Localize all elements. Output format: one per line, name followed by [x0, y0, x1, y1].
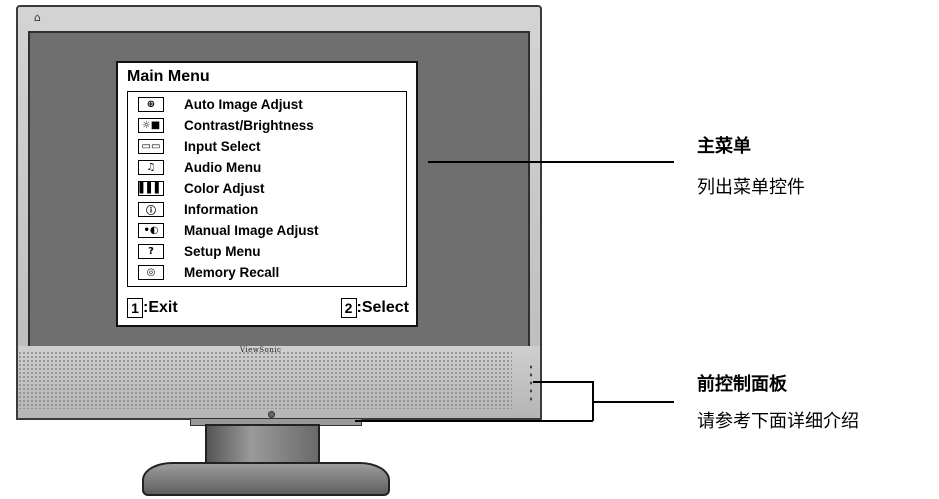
question-icon: ? — [138, 243, 164, 259]
menu-item-label: Input Select — [184, 138, 261, 154]
menu-item-label: Information — [184, 201, 259, 217]
input-select-icon: ▭▭ — [138, 138, 164, 154]
speaker-grille — [18, 351, 512, 409]
select-hint[interactable]: 2:Select — [340, 298, 409, 318]
menu-item-setup-menu[interactable]: ? Setup Menu — [138, 241, 261, 261]
side-indicator-dots — [528, 363, 534, 403]
menu-item-label: Setup Menu — [184, 243, 261, 259]
menu-item-audio-menu[interactable]: ♫ Audio Menu — [138, 157, 261, 177]
main-menu-leader-line — [428, 161, 674, 163]
brand-badge-icon: ⌂ — [34, 11, 41, 24]
menu-item-input-select[interactable]: ▭▭ Input Select — [138, 136, 261, 156]
select-label: :Select — [356, 299, 409, 317]
osd-main-menu: Main Menu ⊕ Auto Image Adjust ☼■ Contras… — [116, 61, 418, 327]
auto-adjust-icon: ⊕ — [138, 96, 164, 112]
osd-footer: 1:Exit 2:Select — [127, 298, 409, 320]
menu-item-contrast-brightness[interactable]: ☼■ Contrast/Brightness — [138, 115, 314, 135]
menu-item-label: Memory Recall — [184, 264, 280, 280]
front-panel-leader-line — [592, 401, 674, 403]
brand-logo: ViewSonic — [240, 346, 282, 354]
contrast-icon: ☼■ — [138, 117, 164, 133]
exit-hint[interactable]: 1:Exit — [127, 298, 178, 318]
front-panel-callout-desc: 请参考下面详细介绍 — [697, 411, 859, 432]
audio-icon: ♫ — [138, 159, 164, 175]
menu-item-auto-image-adjust[interactable]: ⊕ Auto Image Adjust — [138, 94, 303, 114]
menu-item-label: Contrast/Brightness — [184, 117, 314, 133]
info-icon: ⓘ — [138, 201, 164, 217]
exit-label: :Exit — [143, 299, 178, 317]
memory-recall-icon: ◎ — [138, 264, 164, 280]
color-bars-icon: ▌▌▌ — [138, 180, 164, 196]
front-panel-callout-title: 前控制面板 — [697, 374, 787, 395]
manual-adjust-icon: •◐ — [138, 222, 164, 238]
front-panel-bracket-top — [533, 381, 593, 383]
osd-title: Main Menu — [127, 68, 210, 85]
select-key: 2 — [340, 298, 357, 318]
power-button[interactable] — [268, 411, 275, 418]
menu-item-color-adjust[interactable]: ▌▌▌ Color Adjust — [138, 178, 265, 198]
menu-item-label: Audio Menu — [184, 159, 262, 175]
menu-item-label: Auto Image Adjust — [184, 96, 303, 112]
menu-item-information[interactable]: ⓘ Information — [138, 199, 258, 219]
menu-item-manual-image-adjust[interactable]: •◐ Manual Image Adjust — [138, 220, 319, 240]
osd-menu-list: ⊕ Auto Image Adjust ☼■ Contrast/Brightne… — [127, 91, 407, 287]
main-menu-callout-title: 主菜单 — [697, 136, 751, 157]
menu-item-label: Manual Image Adjust — [184, 222, 319, 238]
exit-key: 1 — [127, 298, 143, 318]
main-menu-callout-desc: 列出菜单控件 — [697, 177, 805, 198]
front-panel-bracket-bottom — [355, 420, 593, 422]
menu-item-label: Color Adjust — [184, 180, 265, 196]
stand-base — [142, 462, 390, 496]
menu-item-memory-recall[interactable]: ◎ Memory Recall — [138, 262, 279, 282]
